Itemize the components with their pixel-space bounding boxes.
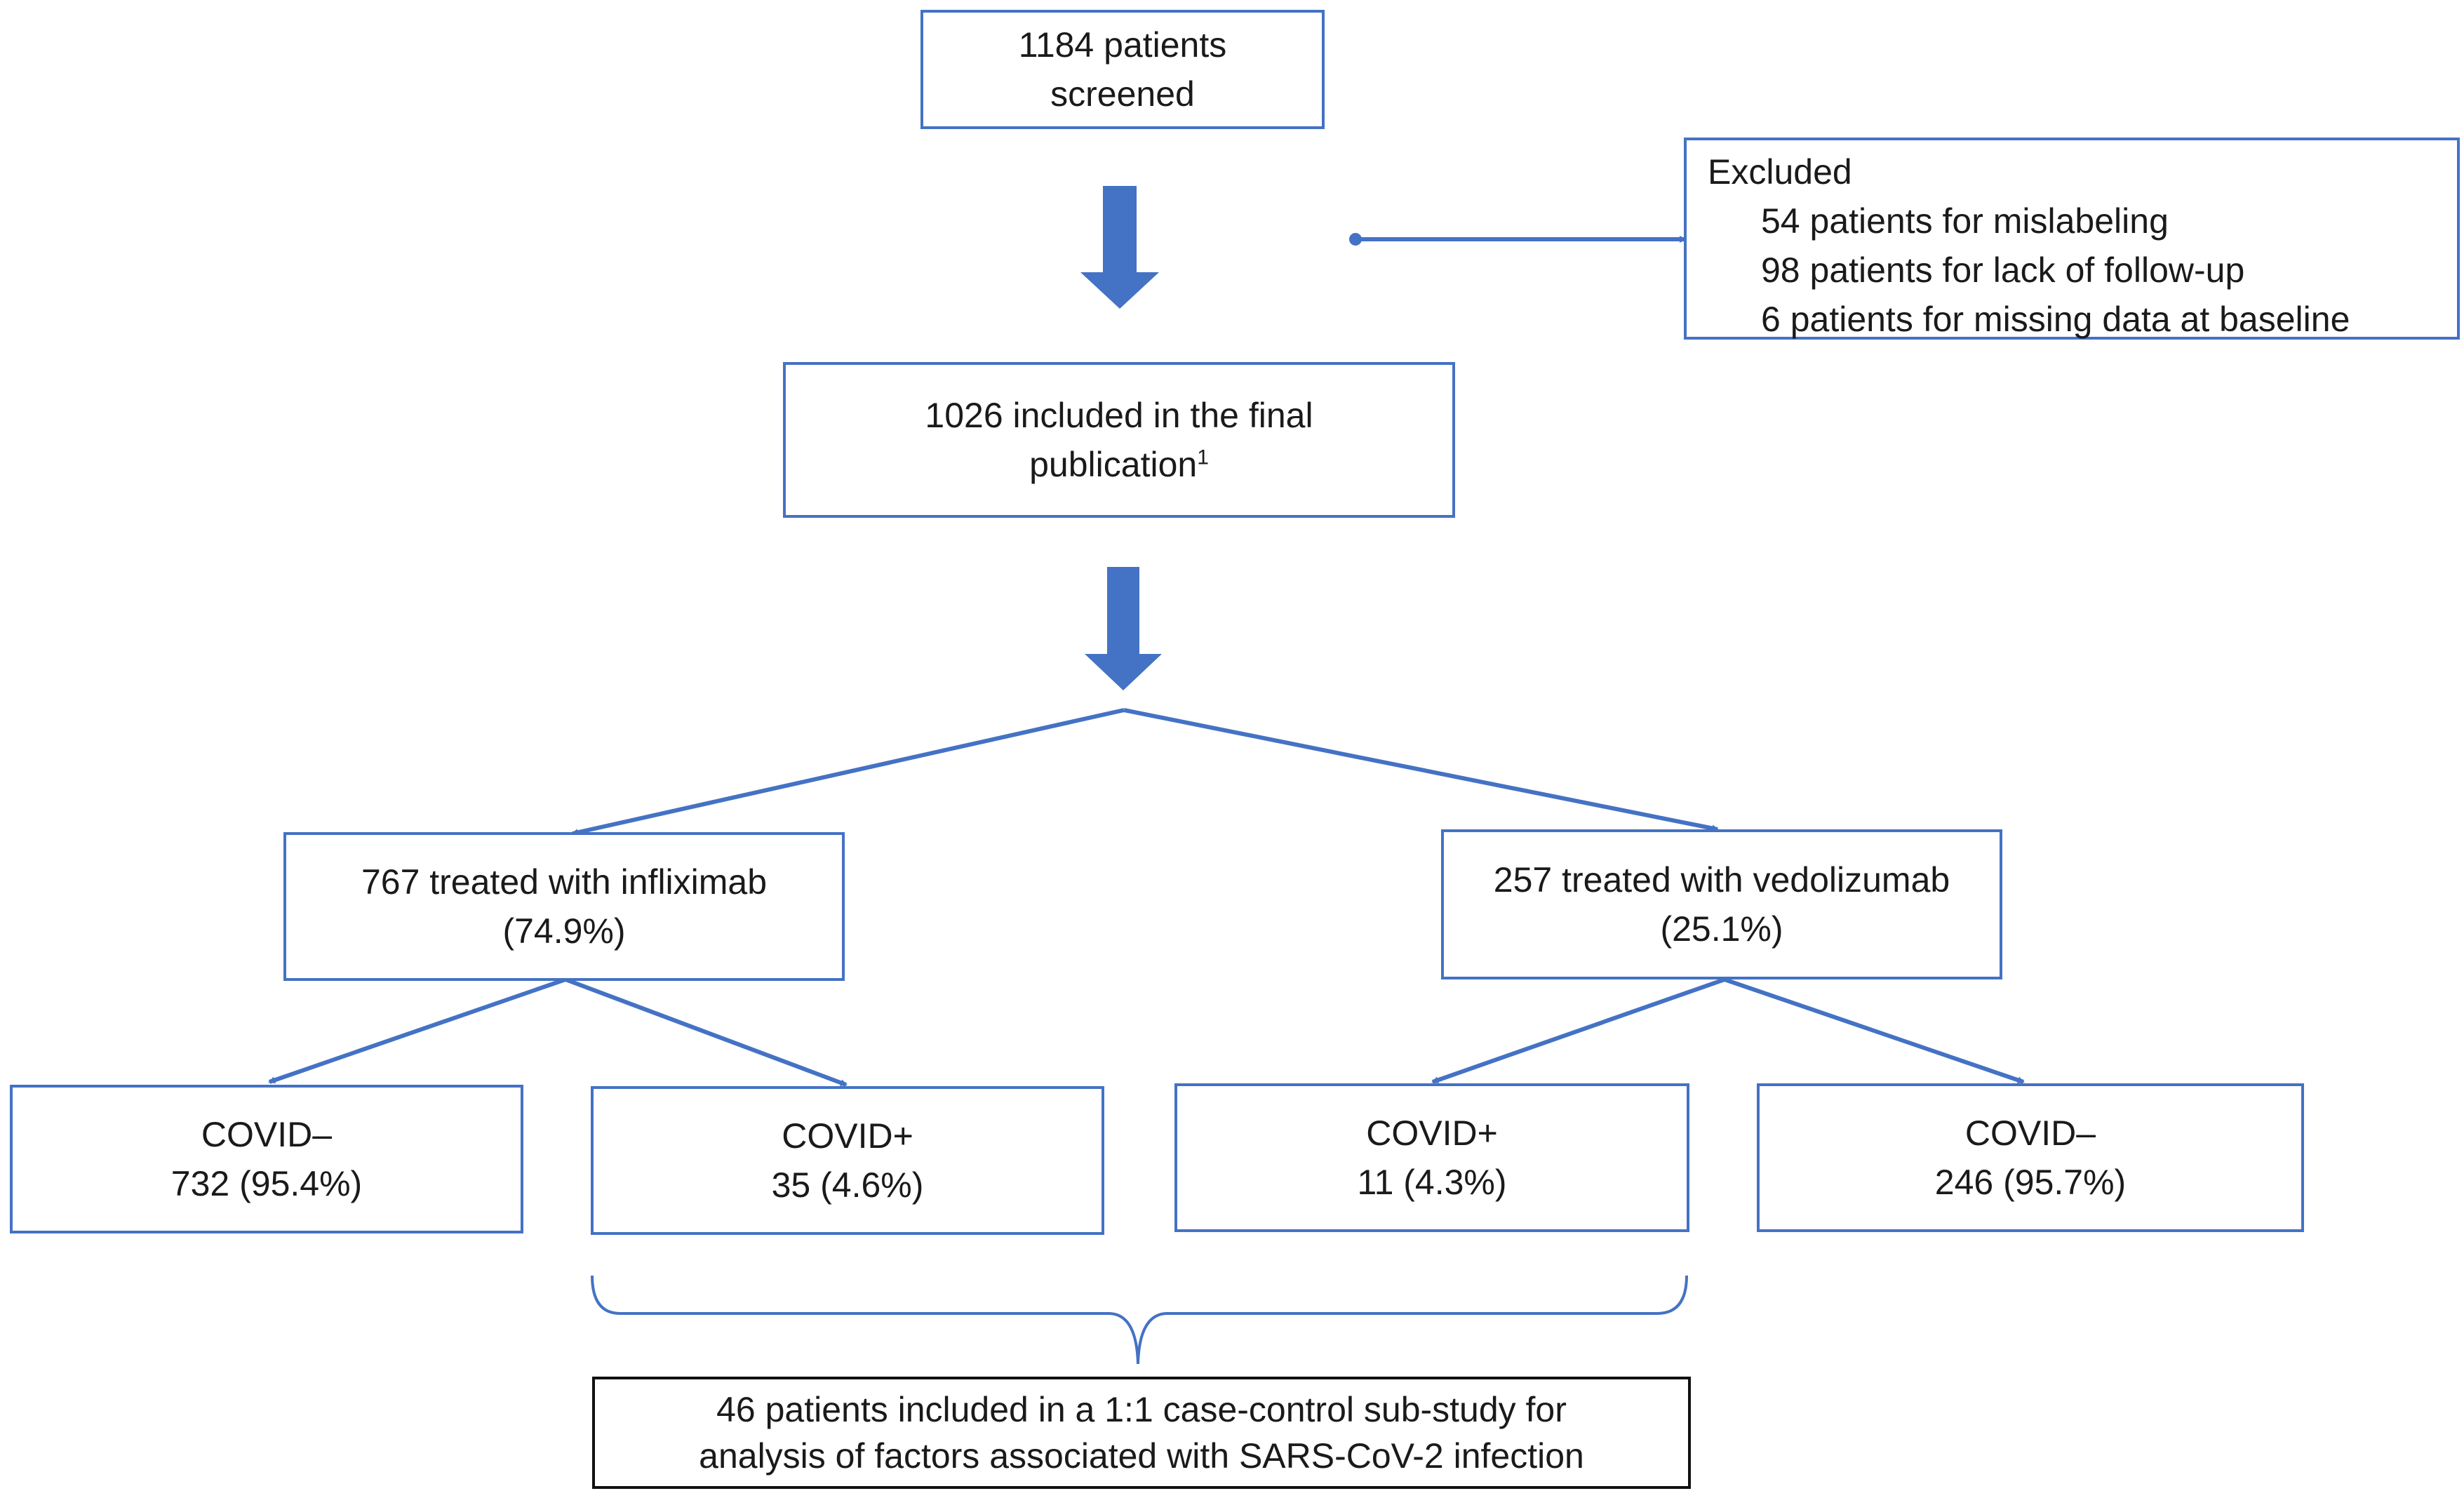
- included-box: 1026 included in the final publication1: [783, 362, 1455, 518]
- vedolizumab-covid-negative-box: COVID– 246 (95.7%): [1757, 1083, 2304, 1232]
- covid-count: 246 (95.7%): [1934, 1163, 2127, 1202]
- vedolizumab-count: 257 treated with vedolizumab: [1493, 860, 1950, 900]
- vedolizumab-percent: (25.1%): [1660, 909, 1783, 949]
- screened-count: 1184 patients: [1018, 25, 1227, 65]
- covid-status: COVID+: [782, 1116, 913, 1156]
- vedolizumab-box: 257 treated with vedolizumab (25.1%): [1441, 829, 2002, 979]
- arrow-ifx-pos: [564, 977, 848, 1087]
- infliximab-box: 767 treated with infliximab (74.9%): [283, 832, 845, 981]
- split-arrow-vedolizumab: [1123, 708, 1719, 832]
- infliximab-covid-negative-box: COVID– 732 (95.4%): [10, 1085, 523, 1233]
- screened-box: 1184 patients screened: [920, 10, 1325, 129]
- excluded-box: Excluded 54 patients for mislabeling 98 …: [1684, 138, 2460, 340]
- arrow-ifx-neg: [268, 977, 566, 1084]
- down-block-arrow-2: [1085, 567, 1162, 690]
- covid-count: 11 (4.3%): [1357, 1163, 1507, 1202]
- covid-count: 732 (95.4%): [170, 1164, 363, 1203]
- covid-status: COVID+: [1366, 1114, 1498, 1153]
- infliximab-count: 767 treated with infliximab: [361, 862, 768, 902]
- down-block-arrow-1: [1080, 186, 1159, 309]
- infliximab-percent: (74.9%): [502, 911, 626, 951]
- covid-status: COVID–: [201, 1115, 333, 1154]
- arrow-vdz-neg: [1724, 977, 2025, 1084]
- footnote-marker: 1: [1197, 446, 1209, 469]
- excluded-item: 98 patients for lack of follow-up: [1761, 250, 2245, 290]
- substudy-line-2: analysis of factors associated with SARS…: [699, 1436, 1584, 1476]
- included-label: publication1: [1029, 445, 1209, 484]
- infliximab-covid-positive-box: COVID+ 35 (4.6%): [591, 1086, 1104, 1235]
- grouping-brace: [591, 1275, 1688, 1365]
- split-arrow-infliximab: [571, 708, 1125, 836]
- screened-label: screened: [1050, 74, 1195, 114]
- covid-count: 35 (4.6%): [771, 1165, 924, 1205]
- substudy-box: 46 patients included in a 1:1 case-contr…: [592, 1377, 1691, 1489]
- included-count: 1026 included in the final: [925, 396, 1313, 435]
- vedolizumab-covid-positive-box: COVID+ 11 (4.3%): [1174, 1083, 1689, 1232]
- excluded-item: 54 patients for mislabeling: [1761, 201, 2169, 241]
- excluded-heading: Excluded: [1708, 152, 1852, 192]
- excluded-item: 6 patients for missing data at baseline: [1761, 300, 2350, 339]
- arrow-vdz-pos: [1431, 977, 1725, 1084]
- covid-status: COVID–: [1964, 1114, 2096, 1153]
- substudy-line-1: 46 patients included in a 1:1 case-contr…: [716, 1390, 1567, 1429]
